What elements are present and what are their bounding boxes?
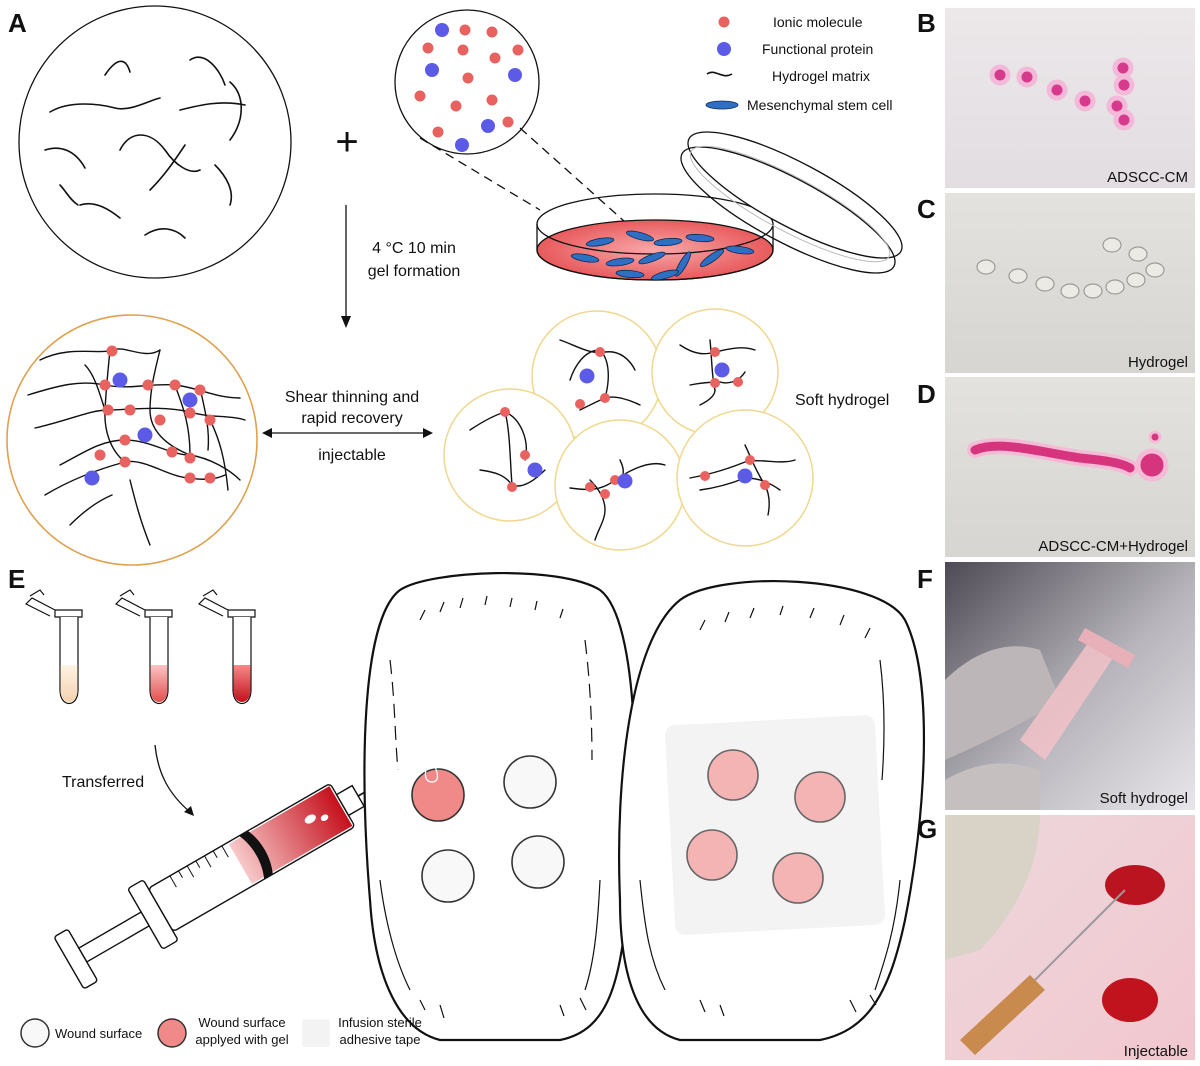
transferred-arrow <box>154 744 191 813</box>
legend-wound-gel-label-2: applyed with gel <box>195 1032 288 1047</box>
plus-sign: + <box>335 120 358 164</box>
panel-label-d: D <box>917 379 936 409</box>
panel-label-c: C <box>917 194 936 224</box>
syringe <box>54 749 439 989</box>
legend-panel-a: Ionic molecule Functional protein Hydrog… <box>705 14 893 113</box>
sterile-tape <box>665 715 885 935</box>
shear-line2: rapid recovery <box>301 410 402 427</box>
wound-taped <box>794 771 846 823</box>
panel-label-e: E <box>8 564 25 594</box>
wound-taped <box>707 749 759 801</box>
legend-ionic-label: Ionic molecule <box>773 14 863 30</box>
legend-msc-label: Mesenchymal stem cell <box>747 97 893 113</box>
panel-label-f: F <box>917 564 933 594</box>
gel-formation-line1: 4 °C 10 min <box>372 240 456 257</box>
legend-wound-marker <box>20 1018 50 1048</box>
ionic-molecules <box>414 24 524 138</box>
legend-ionic-marker <box>718 16 730 28</box>
soft-hydrogel-proteins <box>527 362 753 489</box>
wound-taped <box>772 852 824 904</box>
legend-protein-marker <box>717 42 731 56</box>
tube-2 <box>114 589 173 705</box>
crosslinked-hydrogel-circle <box>6 314 258 566</box>
gel-formation-line2: gel formation <box>368 263 461 280</box>
legend-matrix-label: Hydrogel matrix <box>772 68 870 84</box>
photo-d <box>945 377 1195 557</box>
caption-c: Hydrogel <box>1128 354 1188 371</box>
legend-wound-label: Wound surface <box>55 1026 142 1041</box>
caption-f: Soft hydrogel <box>1100 790 1188 807</box>
petri-dish <box>536 193 774 281</box>
photo-g <box>945 815 1195 1060</box>
wound-surface <box>511 835 565 889</box>
tube-1 <box>24 589 83 705</box>
conditioned-medium-circle <box>394 9 540 155</box>
wounds-left <box>411 755 565 903</box>
photo-b <box>945 8 1195 188</box>
functional-proteins <box>425 23 522 152</box>
shear-line1: Shear thinning and <box>285 389 419 406</box>
rat-skin-left <box>363 571 637 1042</box>
legend-matrix-marker <box>706 71 733 77</box>
soft-hydrogel-ionic <box>500 347 770 499</box>
legend-panel-e: Wound surface Wound surface applyed with… <box>20 1015 422 1048</box>
wound-surface <box>421 849 475 903</box>
caption-b: ADSCC-CM <box>1107 169 1188 186</box>
shear-line3: injectable <box>318 447 386 464</box>
legend-wound-gel-label-1: Wound surface <box>198 1015 285 1030</box>
panel-label-b: B <box>917 8 936 38</box>
legend-tape-marker <box>302 1019 330 1047</box>
fur-strokes <box>379 595 901 1019</box>
hydrogel-matrix-circle <box>18 5 292 279</box>
legend-wound-gel-marker <box>157 1018 187 1048</box>
petri-dish-lid <box>680 131 903 274</box>
legend-tape-label-1: Infusion sterile <box>338 1015 422 1030</box>
wound-taped <box>686 829 738 881</box>
panel-label-g: G <box>917 814 937 844</box>
wound-surface <box>503 755 557 809</box>
legend-protein-label: Functional protein <box>762 41 873 57</box>
dashed-connector-right <box>519 127 626 223</box>
caption-d: ADSCC-CM+Hydrogel <box>1038 538 1188 555</box>
soft-hydrogel-fragments <box>443 308 814 551</box>
tube-3 <box>197 589 256 705</box>
legend-tape-label-2: adhesive tape <box>340 1032 421 1047</box>
panel-label-a: A <box>8 8 27 38</box>
wound-with-gel <box>411 768 465 822</box>
legend-msc-marker <box>705 100 739 110</box>
caption-g: Injectable <box>1124 1043 1188 1060</box>
soft-hydrogel-label: Soft hydrogel <box>795 392 889 409</box>
photo-c <box>945 193 1195 373</box>
photo-f <box>945 562 1195 810</box>
dashed-connector-left <box>419 137 541 211</box>
transferred-label: Transferred <box>62 774 144 791</box>
wounds-right <box>686 749 846 904</box>
